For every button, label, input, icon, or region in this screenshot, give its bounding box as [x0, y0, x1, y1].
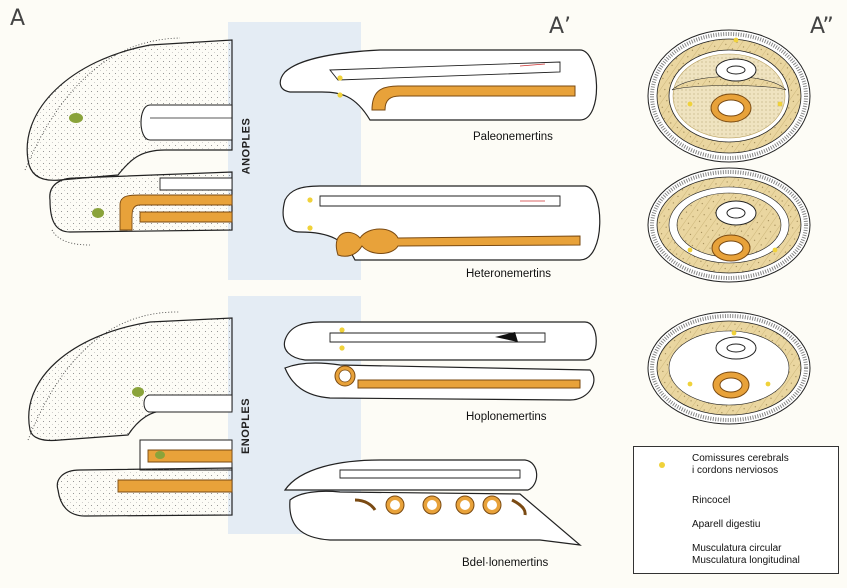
- cross-section-paleo: [647, 29, 811, 163]
- group-label-enoples: ENOPLES: [240, 397, 253, 455]
- taxon-label-paleonemertins: Paleonemertins: [473, 131, 553, 143]
- panel-letter-a-prime: A’: [549, 14, 572, 39]
- legend-digestive: Aparell digestiu: [692, 519, 761, 530]
- enopla-head-section: [27, 311, 233, 517]
- legend-muscle-circular: Musculatura circular: [692, 543, 782, 554]
- taxon-label-hoplonemertins: Hoplonemertins: [466, 411, 547, 423]
- hoplonemertins-body: [283, 321, 597, 401]
- panel-letter-a: A: [10, 6, 26, 31]
- legend-nerves-line2: i cordons nerviosos: [692, 465, 779, 476]
- taxon-label-heteronemertins: Heteronemertins: [466, 268, 552, 280]
- legend: Comissures cerebrals i cordons nerviosos…: [633, 446, 839, 574]
- taxon-label-bdelonemertins: Bdel·lonemertins: [462, 557, 549, 569]
- legend-nerves-line1: Comissures cerebrals: [692, 453, 789, 464]
- legend-row-muscle: Musculatura circular Musculatura longitu…: [690, 543, 800, 567]
- legend-muscle-longitudinal: Musculatura longitudinal: [692, 555, 800, 566]
- nerve-dot-icon: [640, 457, 684, 473]
- green-organ: [69, 113, 83, 123]
- group-label-anoples: ANOPLES: [240, 117, 253, 175]
- legend-row-nerves: Comissures cerebrals i cordons nerviosos: [640, 453, 789, 477]
- nerve-dot: [337, 75, 343, 81]
- legend-rhynchocoel: Rincocel: [692, 495, 731, 506]
- legend-row-digestive: Aparell digestiu: [690, 519, 760, 531]
- anopla-head-section: [24, 37, 233, 246]
- bdelonemertins-body: [283, 459, 582, 546]
- heteronemertins-body: [282, 185, 601, 261]
- panel-letter-a-double: A”: [810, 14, 834, 39]
- legend-row-rhynchocoel: Rincocel: [690, 495, 730, 507]
- cross-section-hetero: [647, 167, 811, 283]
- paleonemertins-body: [279, 49, 598, 121]
- cross-section-hoplo: [647, 311, 811, 425]
